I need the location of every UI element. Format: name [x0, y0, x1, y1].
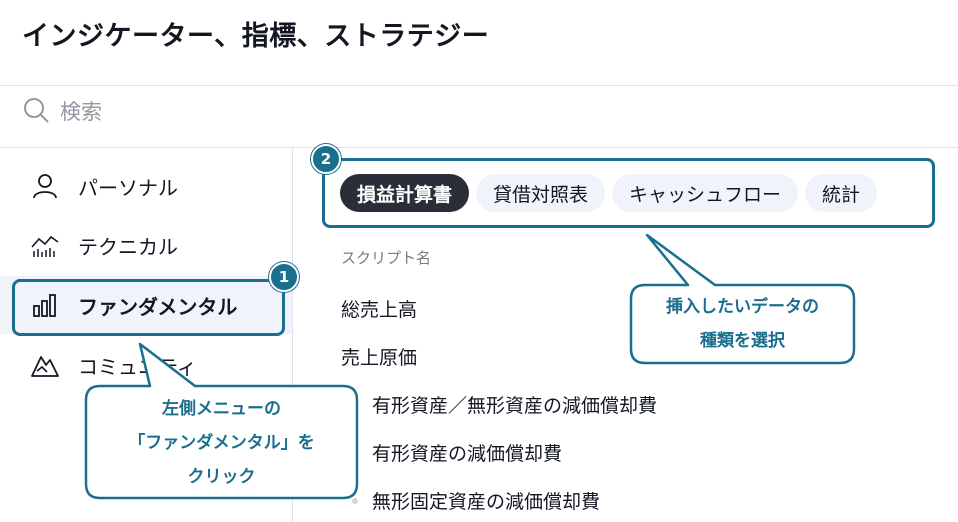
list-item-label: 売上原価	[341, 347, 418, 369]
list-item-label: 総売上高	[341, 299, 418, 321]
tab-statistics[interactable]: 統計	[805, 174, 878, 212]
list-item-label: 有形資産の減価償却費	[372, 443, 563, 465]
sidebar-divider	[292, 148, 293, 522]
statement-tabs: 損益計算書 貸借対照表 キャッシュフロー 統計	[340, 174, 878, 212]
search-bar[interactable]	[22, 96, 360, 128]
tab-cash-flow[interactable]: キャッシュフロー	[612, 174, 799, 212]
tooltip-1-text: 左側メニューの 「ファンダメンタル」を クリック	[86, 392, 357, 494]
header-divider	[0, 85, 958, 86]
bar-chart-icon	[30, 290, 60, 320]
highlight-box-fundamental	[12, 279, 285, 336]
tooltip-2-shape	[629, 233, 856, 365]
tab-income-statement[interactable]: 損益計算書	[340, 174, 470, 212]
tooltip-2-line: 挿入したいデータの	[666, 297, 819, 317]
list-item[interactable]: 無形固定資産の減価償却費	[352, 487, 600, 514]
sidebar-item-label: テクニカル	[78, 234, 178, 259]
tooltip-1-shape	[84, 342, 359, 500]
list-item[interactable]: 総売上高	[341, 295, 417, 322]
search-input[interactable]	[60, 100, 360, 124]
page-title: インジケーター、指標、ストラテジー	[22, 21, 490, 52]
search-divider	[0, 147, 958, 148]
list-item-label: 無形固定資産の減価償却費	[372, 491, 601, 513]
list-item[interactable]: 売上原価	[341, 343, 417, 370]
sidebar-item-label: ファンダメンタル	[78, 294, 238, 319]
bullet-icon	[352, 497, 358, 504]
step-badge-2: 2	[311, 144, 341, 174]
sidebar-item-fundamental[interactable]: ファンダメンタル	[0, 276, 292, 334]
mountain-icon	[30, 350, 60, 380]
tooltip-2-text: 挿入したいデータの 種類を選択	[631, 290, 854, 358]
sidebar-item-label: パーソナル	[78, 175, 178, 200]
tab-balance-sheet[interactable]: 貸借対照表	[476, 174, 606, 212]
tooltip-1-line: 「ファンダメンタル」を	[128, 433, 315, 453]
tooltip-2-line: 種類を選択	[700, 331, 785, 351]
sidebar-item-technical[interactable]: テクニカル	[0, 216, 292, 274]
tooltip-1-line: クリック	[187, 467, 256, 487]
column-header-script-name: スクリプト名	[341, 249, 432, 267]
tooltip-1-line: 左側メニューの	[162, 399, 281, 419]
chart-line-icon	[30, 230, 60, 260]
list-item-label: 有形資産／無形資産の減価償却費	[372, 395, 658, 417]
search-icon	[22, 96, 50, 128]
highlight-box-tabs	[322, 158, 935, 228]
sidebar-item-personal[interactable]: パーソナル	[0, 157, 292, 215]
user-icon	[30, 171, 60, 201]
step-badge-1: 1	[269, 262, 299, 292]
